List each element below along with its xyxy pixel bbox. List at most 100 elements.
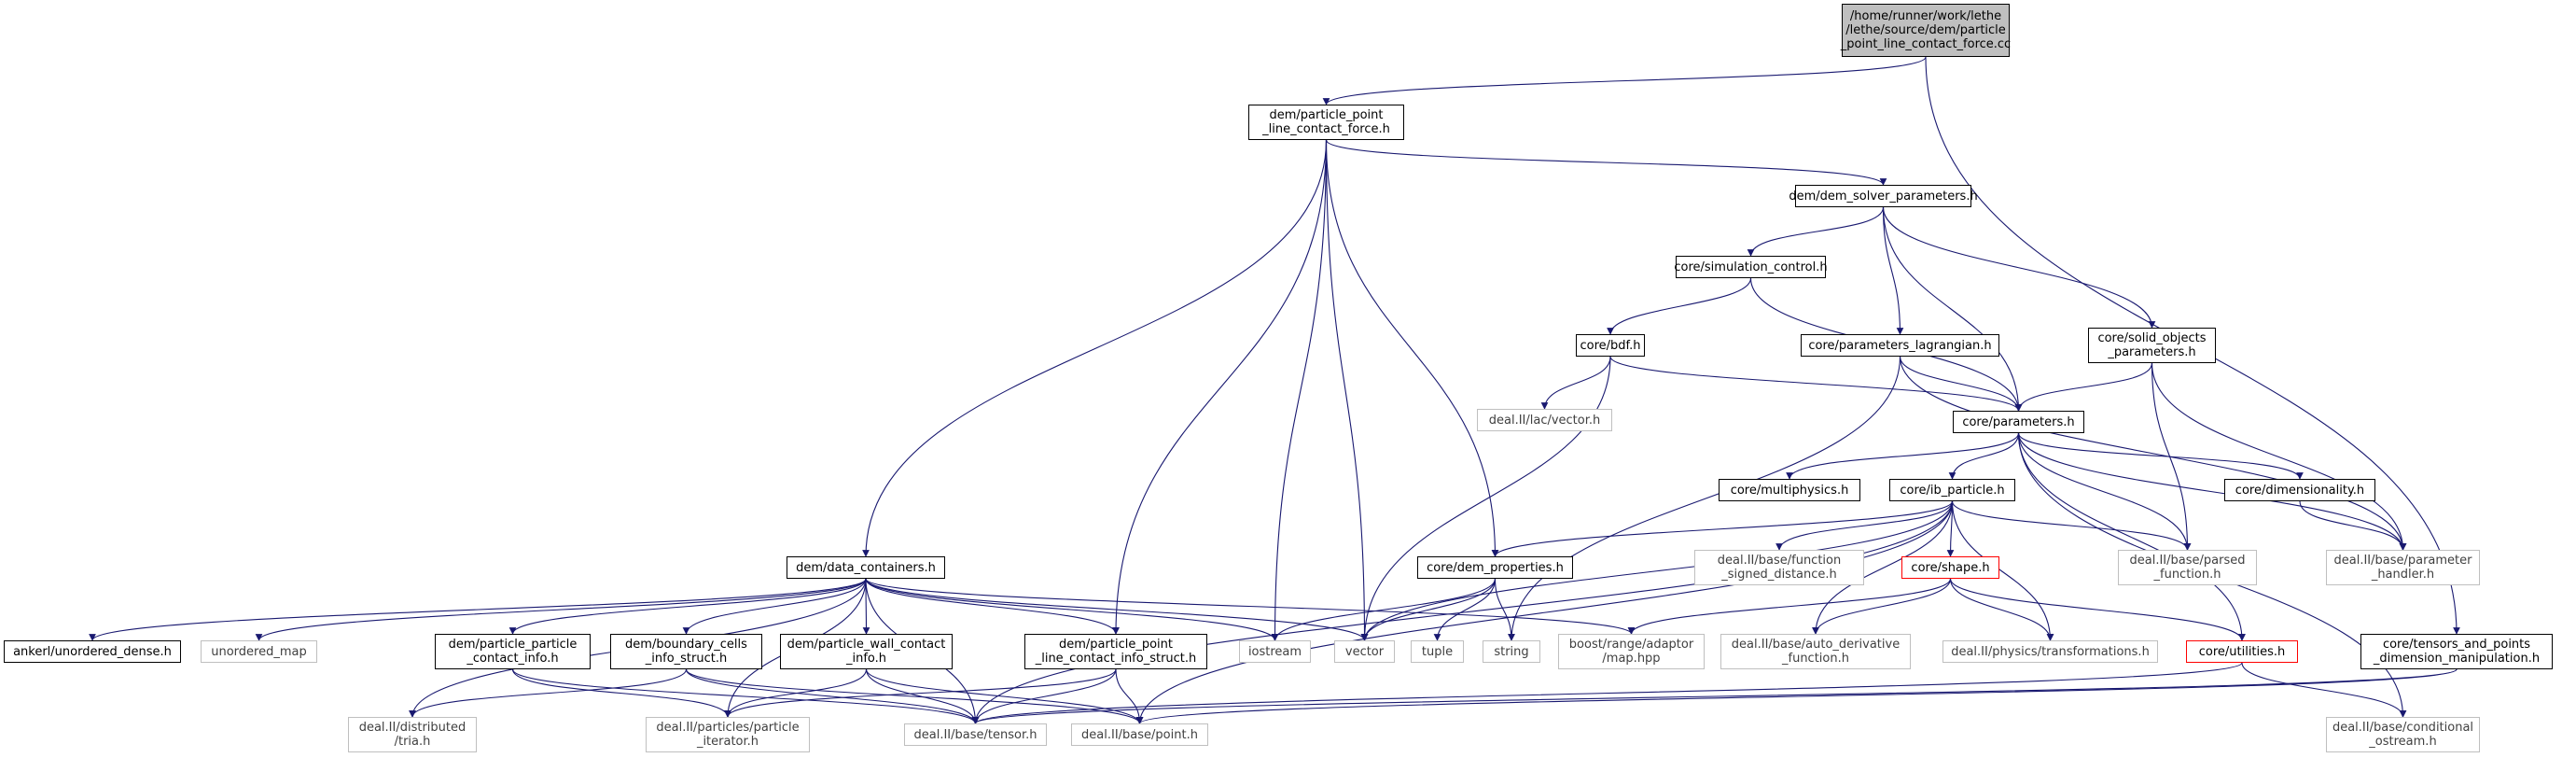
include-edge-dem_properties-to-iostream (1271, 578, 1497, 641)
include-edge-boundary_cells-to-tensor (685, 668, 980, 724)
include-edge-shape-to-boost_map (1627, 578, 1952, 635)
include-edge-params_lagr-to-param_handler (1899, 356, 2407, 551)
file-node-particle-iterator-h: deal.II/particles/particle _iterator.h (646, 717, 810, 752)
include-edge-data_containers-to-pp_contact_info (508, 578, 867, 635)
include-edge-ib_particle-to-parsed_function (1951, 500, 2192, 551)
include-edge-dem_properties-to-tuple (1433, 578, 1497, 641)
file-node-vector: vector (1334, 640, 1395, 663)
include-edge-parameters-to-dimensionality (2017, 432, 2304, 480)
include-edge-shape-to-auto_deriv (1812, 578, 1952, 635)
include-edge-utilities-to-tensor (971, 662, 2243, 724)
include-edge-bdf-to-lac_vector (1540, 356, 1611, 410)
include-edge-dem_solver_params-to-solid_objects (1882, 206, 2156, 329)
include-edge-ib_particle-to-point (1135, 500, 1954, 724)
include-edge-plci_struct-to-tensor (971, 668, 1117, 724)
include-edge-ib_particle-to-vector (1360, 500, 1954, 641)
include-edge-parameters-to-multiphysics (1786, 432, 2020, 480)
file-node-bdf-h[interactable]: core/bdf.h (1576, 334, 1645, 357)
include-edge-plci_struct-to-particle_iter (724, 668, 1117, 718)
include-edge-parameters-to-utilities (2017, 432, 2246, 641)
file-node-ankerl-unordered-dense-h[interactable]: ankerl/unordered_dense.h (4, 640, 181, 663)
include-edge-ib_particle-to-auto_deriv (1812, 500, 1954, 635)
file-node-function-signed-distance-h: deal.II/base/function _signed_distance.h (1694, 550, 1864, 585)
file-node-shape-h[interactable]: core/shape.h (1901, 556, 1999, 579)
file-node-particle-point-line-contact-info-struct-h[interactable]: dem/particle_point _line_contact_info_st… (1024, 634, 1207, 669)
file-node-parameters-h[interactable]: core/parameters.h (1953, 411, 2084, 433)
include-edge-plci_struct-to-point (1115, 668, 1144, 724)
include-edge-root-to-plcf_h (1322, 56, 1927, 105)
include-edge-solid_objects-to-param_handler (2151, 362, 2407, 551)
include-edge-ib_particle-to-dem_properties (1491, 500, 1954, 557)
include-edge-pw_contact_info-to-point (865, 668, 1144, 724)
include-edge-dem_properties-to-vector (1360, 578, 1497, 641)
include-edge-plcf_h-to-data_containers (862, 139, 1328, 557)
file-node-dem-solver-parameters-h[interactable]: dem/dem_solver_parameters.h (1789, 185, 1978, 207)
file-node-parsed-function-h: deal.II/base/parsed _function.h (2118, 550, 2257, 585)
include-edge-plcf_h-to-vector (1325, 139, 1369, 641)
include-edge-data_containers-to-iostream (865, 578, 1279, 641)
include-edge-boundary_cells-to-tria (409, 668, 688, 718)
include-edge-dimensionality-to-param_handler (2299, 500, 2407, 551)
file-node-boundary-cells-info-struct-h[interactable]: dem/boundary_cells _info_struct.h (610, 634, 762, 669)
include-edge-data_containers-to-boost_map (865, 578, 1636, 635)
file-node-iostream: iostream (1239, 640, 1311, 663)
include-edge-parameters-to-ib_particle (1948, 432, 2020, 480)
include-edge-plcf_h-to-plci_struct (1112, 139, 1328, 635)
include-edge-plcf_h-to-dem_solver_params (1325, 139, 1887, 186)
file-node-dimensionality-h[interactable]: core/dimensionality.h (2224, 479, 2375, 501)
file-node-particle-wall-contact-info-h[interactable]: dem/particle_wall_contact _info.h (780, 634, 953, 669)
file-node-simulation-control-h[interactable]: core/simulation_control.h (1674, 256, 1828, 278)
include-edge-parameters-to-param_handler (2017, 432, 2407, 551)
file-node-dem-properties-h[interactable]: core/dem_properties.h (1417, 556, 1573, 579)
include-edge-data_containers-to-boundary_cells (682, 578, 867, 635)
include-edge-parameters-to-parsed_function (2017, 432, 2192, 551)
include-edge-dem_solver_params-to-parameters (1882, 206, 2023, 412)
file-node-tensors-and-points-dimension-manipulation-h[interactable]: core/tensors_and_points _dimension_manip… (2360, 634, 2553, 669)
include-edge-shape-to-utilities (1949, 578, 2246, 641)
include-edge-data_containers-to-plci_struct (865, 578, 1120, 635)
include-edge-pp_contact_info-to-tensor (511, 668, 980, 724)
file-node-base-point-h: deal.II/base/point.h (1071, 723, 1208, 746)
file-node-particle-point-line-contact-force-h[interactable]: dem/particle_point _line_contact_force.h (1248, 105, 1404, 140)
include-edge-data_containers-to-unordered_map (255, 578, 867, 641)
file-node-conditional-ostream-h: deal.II/base/conditional _ostream.h (2326, 717, 2480, 752)
include-edge-bdf-to-vector (1360, 356, 1611, 641)
file-node-string: string (1483, 640, 1540, 663)
file-node-data-containers-h[interactable]: dem/data_containers.h (787, 556, 945, 579)
include-edge-plcf_h-to-dem_properties (1325, 139, 1499, 557)
file-node-base-tensor-h: deal.II/base/tensor.h (904, 723, 1047, 746)
file-node-unordered-map: unordered_map (201, 640, 317, 663)
include-edge-boundary_cells-to-point (685, 668, 1144, 724)
include-edge-data_containers-to-ankerl (89, 578, 867, 641)
include-edge-ib_particle-to-func_signed (1775, 500, 1954, 551)
file-node-parameter-handler-h: deal.II/base/parameter _handler.h (2326, 550, 2480, 585)
include-edge-bdf-to-parameters (1609, 356, 2023, 412)
include-edge-tensors_points-to-tensor (972, 668, 2458, 724)
file-node-auto-derivative-function-h: deal.II/base/auto_derivative _function.h (1720, 634, 1911, 669)
file-node-parameters-lagrangian-h[interactable]: core/parameters_lagrangian.h (1801, 334, 1999, 357)
file-node-tuple: tuple (1411, 640, 1464, 663)
file-node-physics-transformations-h: deal.II/physics/transformations.h (1942, 640, 2158, 663)
include-edge-plcf_h-to-iostream (1271, 139, 1328, 641)
include-edge-shape-to-transformations (1949, 578, 2054, 641)
include-edge-ib_particle-to-tensor (971, 500, 1954, 724)
file-node-multiphysics-h[interactable]: core/multiphysics.h (1719, 479, 1860, 501)
file-node-boost-range-adaptor-map-hpp: boost/range/adaptor /map.hpp (1558, 634, 1705, 669)
file-node-lac-vector-h: deal.II/lac/vector.h (1477, 409, 1612, 431)
include-edge-ib_particle-to-transformations (1951, 500, 2054, 641)
file-node-root: /home/runner/work/lethe /lethe/source/de… (1841, 4, 2011, 57)
file-node-utilities-h[interactable]: core/utilities.h (2186, 640, 2298, 663)
include-edge-params_lagr-to-string (1508, 356, 1901, 641)
include-edge-solid_objects-to-parameters (2014, 362, 2153, 412)
include-edge-utilities-to-cond_ostream (2241, 662, 2407, 718)
file-node-particle-particle-contact-info-h[interactable]: dem/particle_particle _contact_info.h (435, 634, 591, 669)
include-edge-params_lagr-to-parameters (1899, 356, 2023, 412)
file-node-solid-objects-parameters-h[interactable]: core/solid_objects _parameters.h (2088, 328, 2216, 363)
include-edge-sim_control-to-bdf (1607, 277, 1752, 335)
include-edge-tensors_points-to-point (1135, 668, 2458, 724)
include-edge-dem_solver_params-to-sim_control (1747, 206, 1885, 257)
include-edge-pp_contact_info-to-particle_iter (511, 668, 731, 718)
file-node-ib-particle-h[interactable]: core/ib_particle.h (1889, 479, 2015, 501)
